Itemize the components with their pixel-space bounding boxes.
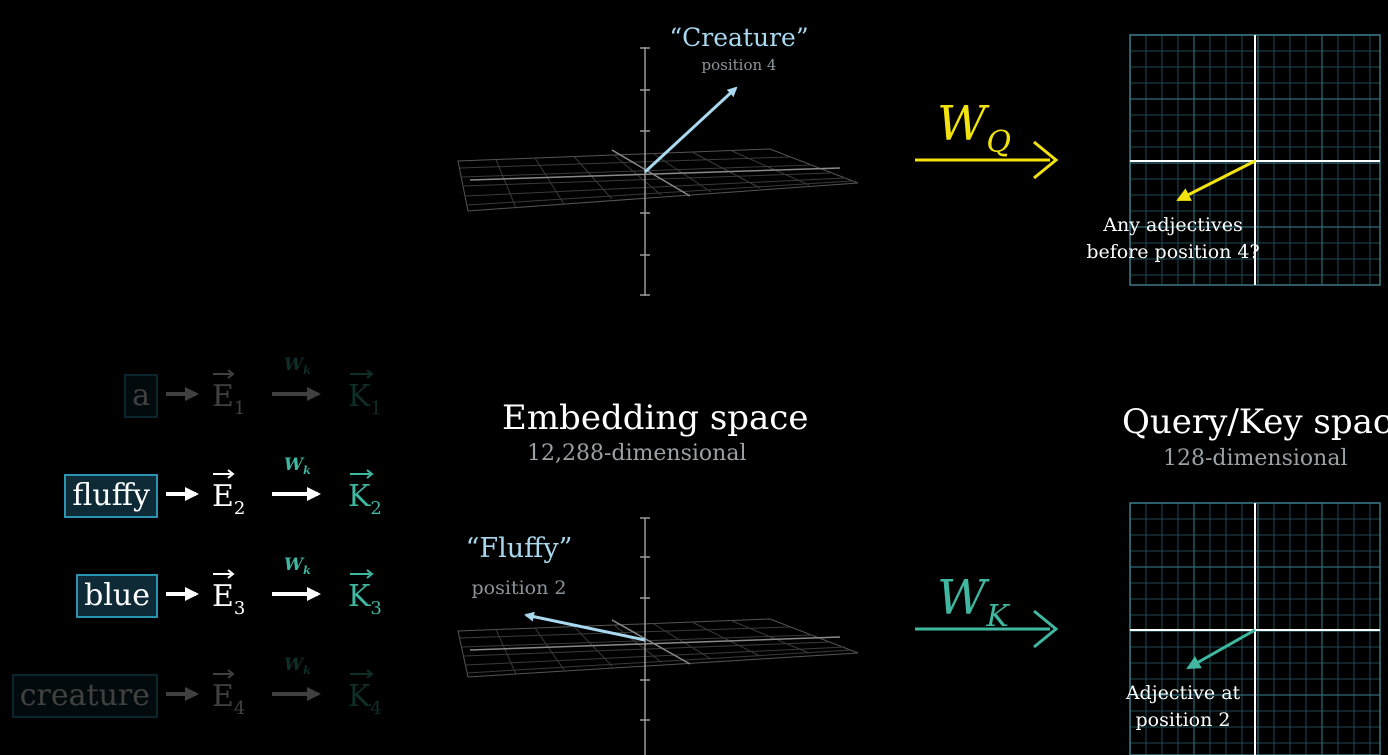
creature-vector-label: “Creature” <box>669 23 808 52</box>
fluffy-vector-label: “Fluffy” <box>466 533 573 564</box>
bottom-plane-grid <box>459 620 853 675</box>
token-row: a E1 Wk K1 <box>0 355 420 422</box>
bottom-plane-y-axis <box>611 619 691 665</box>
key-vector <box>1186 628 1256 670</box>
embedding-label: E2 <box>212 479 245 519</box>
top-embedding-plot: “Creature” position 4 <box>457 23 859 296</box>
wk-small-label: Wk <box>284 655 311 677</box>
token-pipeline: E4 Wk K4 <box>166 655 382 719</box>
embedding-space-subtitle: 12,288-dimensional <box>527 441 747 466</box>
token-row: blue E3 Wk K3 <box>0 555 420 622</box>
key-matrix-arrow: WK <box>915 570 1059 649</box>
query-annotation-line1: Any adjectives <box>1103 214 1243 236</box>
key-vec-arrowhead <box>366 469 374 479</box>
embedding-vec-arrowhead <box>227 669 235 679</box>
creature-vector <box>643 86 738 174</box>
key-label: K4 <box>348 679 382 719</box>
query-annotation: Any adjectives before position 4? <box>1073 212 1273 266</box>
key-annotation-line2: position 2 <box>1135 709 1231 731</box>
wk-small-label: Wk <box>284 355 311 377</box>
token-word: creature <box>11 674 158 718</box>
wk-label: WK <box>937 570 1010 634</box>
key-space-grid <box>1129 502 1381 755</box>
wk-arrow-head <box>1033 609 1059 649</box>
creature-position-label: position 4 <box>702 56 777 74</box>
query-key-space-title: Query/Key space <box>1122 402 1388 442</box>
wk-small-label: Wk <box>284 455 311 477</box>
key-vec-arrowhead <box>366 569 374 579</box>
bottom-plane-outline <box>457 618 859 678</box>
top-plane-y-axis <box>611 149 691 197</box>
key-label: K2 <box>348 479 382 519</box>
query-key-space-subtitle: 128-dimensional <box>1163 446 1348 471</box>
query-vector <box>1176 159 1256 202</box>
key-label: K3 <box>348 579 382 619</box>
key-annotation-line1: Adjective at <box>1125 682 1241 704</box>
top-vertical-ticks <box>640 47 650 296</box>
wk-small-label: Wk <box>284 555 311 577</box>
token-word: blue <box>76 574 158 618</box>
key-vec-arrowhead <box>366 369 374 379</box>
embedding-label: E4 <box>212 679 245 719</box>
embedding-vec-arrowhead <box>227 469 235 479</box>
wq-arrow-head <box>1033 140 1059 180</box>
embedding-vec-arrowhead <box>227 369 235 379</box>
key-annotation: Adjective at position 2 <box>1083 680 1283 734</box>
token-pipeline: E2 Wk K2 <box>166 455 382 519</box>
fluffy-position-label: position 2 <box>472 577 567 599</box>
key-vec-arrowhead <box>366 669 374 679</box>
token-row: creature E4 Wk K4 <box>0 655 420 722</box>
token-word: fluffy <box>64 474 158 518</box>
bottom-embedding-plot: “Fluffy” position 2 <box>457 517 859 755</box>
embedding-label: E3 <box>212 579 245 619</box>
query-annotation-line2: before position 4? <box>1086 241 1260 263</box>
embedding-space-title: Embedding space <box>502 398 809 438</box>
token-pipeline: E3 Wk K3 <box>166 555 382 619</box>
wq-label: WQ <box>937 96 1011 160</box>
embedding-vec-arrowhead <box>227 569 235 579</box>
token-row: fluffy E2 Wk K2 <box>0 455 420 522</box>
token-pipeline: E1 Wk K1 <box>166 355 382 419</box>
query-matrix-arrow: WQ <box>915 96 1059 180</box>
query-space-grid <box>1129 34 1381 286</box>
top-plane-x-axis <box>469 167 841 181</box>
embedding-label: E1 <box>212 379 245 419</box>
token-word: a <box>124 374 158 418</box>
bottom-vertical-ticks <box>640 517 650 721</box>
fluffy-vector <box>524 611 646 642</box>
key-label: K1 <box>348 379 382 419</box>
